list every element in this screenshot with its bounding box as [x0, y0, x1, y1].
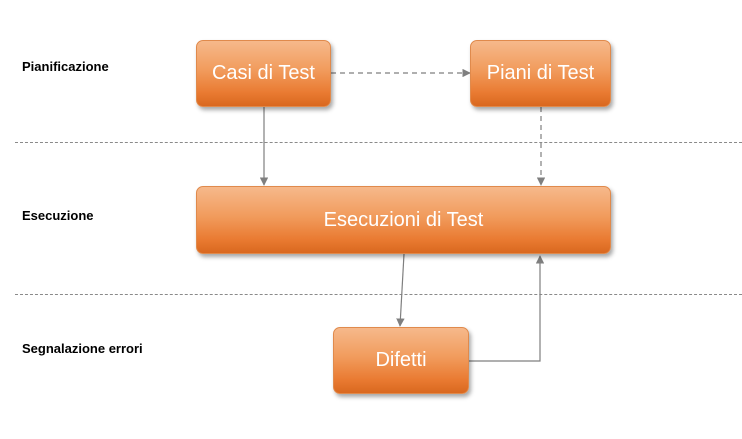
- lane-label-execution: Esecuzione: [22, 208, 94, 223]
- lane-divider-1: [15, 142, 742, 143]
- node-defects-label: Difetti: [375, 349, 427, 371]
- connector-executions-to-defects: [396, 253, 405, 327]
- connector-defects-to-executions: [469, 255, 545, 362]
- node-defects: Difetti: [333, 327, 469, 394]
- node-test-cases-label: Casi di Test: [211, 62, 315, 84]
- node-test-executions-label: Esecuzioni di Test: [323, 208, 484, 231]
- lane-divider-2: [15, 294, 742, 295]
- node-test-cases: Casi di Test: [196, 40, 331, 107]
- node-test-plans-label: Piani di Test: [486, 62, 595, 84]
- node-test-executions: Esecuzioni di Test: [196, 186, 611, 254]
- lane-label-defects: Segnalazione errori: [22, 341, 143, 356]
- node-test-plans: Piani di Test: [470, 40, 611, 107]
- lane-label-planning: Pianificazione: [22, 59, 109, 74]
